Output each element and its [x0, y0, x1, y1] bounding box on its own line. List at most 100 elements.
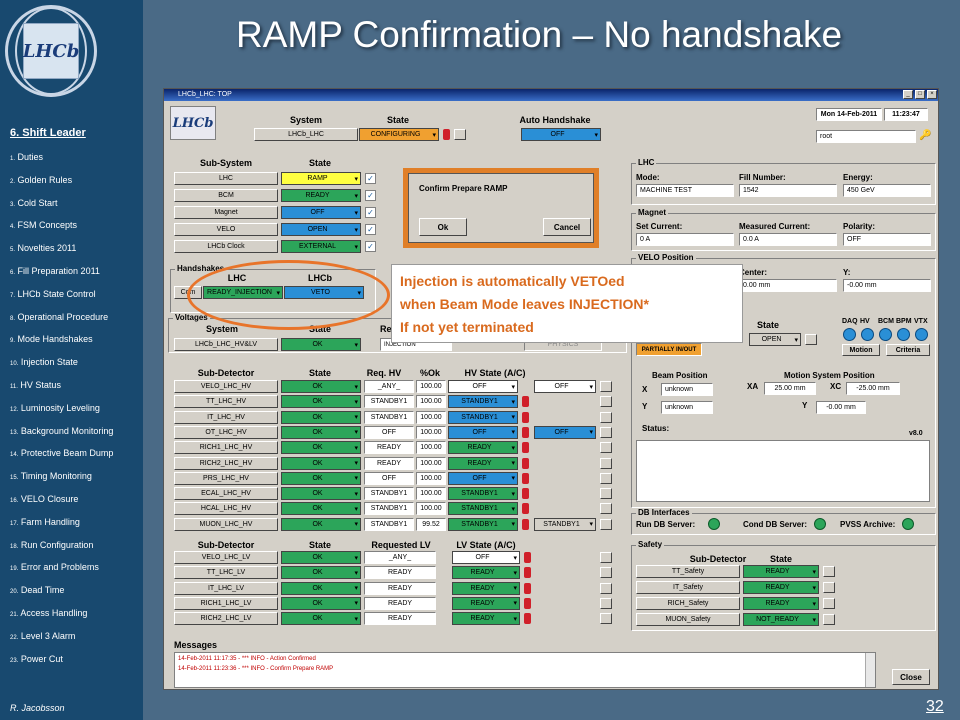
lv-state[interactable]: OK	[281, 612, 361, 626]
lock-icon[interactable]	[522, 472, 529, 484]
menu-item[interactable]: 14. Protective Beam Dump	[10, 448, 113, 458]
menu-item[interactable]: 17. Farm Handling	[10, 517, 80, 527]
lv-subdetector[interactable]: VELO_LHC_LV	[174, 551, 278, 564]
lv-state-a[interactable]: READY	[452, 612, 520, 626]
subsystem-name[interactable]: LHC	[174, 172, 278, 185]
lock-icon[interactable]	[522, 411, 529, 423]
hv-panel-icon[interactable]	[600, 411, 612, 423]
subsystem-name[interactable]: BCM	[174, 189, 278, 202]
hv-subdetector[interactable]: RICH2_LHC_HV	[174, 456, 278, 470]
system-state[interactable]: CONFIGURING	[359, 128, 439, 141]
menu-item[interactable]: 20. Dead Time	[10, 585, 64, 595]
menu-item[interactable]: 6. Fill Preparation 2011	[10, 266, 100, 276]
messages-scrollbar[interactable]	[865, 653, 875, 687]
lock-icon[interactable]	[522, 503, 529, 515]
hv-subdetector[interactable]: RICH1_LHC_HV	[174, 441, 278, 455]
subsystem-state[interactable]: EXTERNAL	[281, 240, 361, 253]
menu-item[interactable]: 22. Level 3 Alarm	[10, 631, 75, 641]
menu-item[interactable]: 11. HV Status	[10, 380, 61, 390]
hv-state-c[interactable]: OFF	[534, 380, 596, 393]
lock-icon[interactable]	[522, 426, 529, 438]
lock-icon[interactable]	[522, 518, 529, 530]
key-icon[interactable]: 🔑	[919, 130, 932, 141]
minimize-button[interactable]: _	[903, 90, 913, 99]
maximize-button[interactable]: □	[915, 90, 925, 99]
subsystem-state[interactable]: RAMP	[281, 172, 361, 185]
hv-panel-icon[interactable]	[600, 442, 612, 454]
safety-state[interactable]: READY	[743, 597, 819, 610]
lv-state-a[interactable]: READY	[452, 596, 520, 610]
hv-subdetector[interactable]: OT_LHC_HV	[174, 425, 278, 439]
hv-panel-icon[interactable]	[600, 518, 612, 530]
lock-icon[interactable]	[443, 129, 450, 140]
hv-state[interactable]: OK	[281, 456, 361, 470]
hv-state-a[interactable]: STANDBY1	[448, 502, 518, 516]
check-icon[interactable]: ✓	[365, 207, 376, 218]
hv-subdetector[interactable]: MUON_LHC_HV	[174, 517, 278, 531]
panel-open-icon[interactable]	[454, 129, 466, 140]
hv-state-a[interactable]: STANDBY1	[448, 395, 518, 409]
lv-panel-icon[interactable]	[600, 613, 612, 625]
hv-state-a[interactable]: OFF	[448, 380, 518, 393]
lv-panel-icon[interactable]	[600, 597, 612, 609]
user-field[interactable]: root	[816, 130, 916, 143]
close-button[interactable]: Close	[892, 669, 930, 685]
check-icon[interactable]: ✓	[365, 190, 376, 201]
safety-name[interactable]: IT_Safety	[636, 581, 740, 594]
hv-panel-icon[interactable]	[600, 426, 612, 438]
lv-state-a[interactable]: OFF	[452, 551, 520, 564]
hv-state[interactable]: OK	[281, 441, 361, 455]
hv-state[interactable]: OK	[281, 425, 361, 439]
menu-item[interactable]: 7. LHCb State Control	[10, 289, 96, 299]
hv-state[interactable]: OK	[281, 395, 361, 409]
lv-state-a[interactable]: READY	[452, 581, 520, 595]
hv-state[interactable]: OK	[281, 410, 361, 424]
lv-subdetector[interactable]: RICH1_LHC_LV	[174, 596, 278, 610]
menu-item[interactable]: 21. Access Handling	[10, 608, 87, 618]
voltages-system-name[interactable]: LHCb_LHC_HV&LV	[174, 338, 278, 351]
lv-panel-icon[interactable]	[600, 552, 612, 563]
hv-state[interactable]: OK	[281, 380, 361, 393]
menu-item[interactable]: 16. VELO Closure	[10, 494, 78, 504]
menu-item[interactable]: 9. Mode Handshakes	[10, 334, 93, 344]
hv-subdetector[interactable]: PRS_LHC_HV	[174, 471, 278, 485]
menu-item[interactable]: 19. Error and Problems	[10, 562, 99, 572]
safety-panel-icon[interactable]	[823, 598, 835, 609]
subsystem-state[interactable]: READY	[281, 189, 361, 202]
lv-panel-icon[interactable]	[600, 582, 612, 594]
hv-state[interactable]: OK	[281, 517, 361, 531]
menu-item[interactable]: 3. Cold Start	[10, 198, 58, 208]
menu-item[interactable]: 18. Run Configuration	[10, 540, 93, 550]
velo-state-select[interactable]: OPEN	[749, 333, 801, 346]
lv-panel-icon[interactable]	[600, 567, 612, 579]
menu-item[interactable]: 12. Luminosity Leveling	[10, 403, 100, 413]
menu-item[interactable]: 13. Background Monitoring	[10, 426, 113, 436]
check-icon[interactable]: ✓	[365, 173, 376, 184]
hv-state-a[interactable]: STANDBY1	[448, 517, 518, 531]
hv-state-a[interactable]: OFF	[448, 425, 518, 439]
lock-icon[interactable]	[524, 582, 531, 594]
hv-subdetector[interactable]: VELO_LHC_HV	[174, 380, 278, 393]
hv-state[interactable]: OK	[281, 487, 361, 501]
hv-state-a[interactable]: READY	[448, 441, 518, 455]
safety-name[interactable]: MUON_Safety	[636, 613, 740, 626]
safety-state[interactable]: READY	[743, 581, 819, 594]
lock-icon[interactable]	[524, 552, 531, 563]
hv-panel-icon[interactable]	[600, 381, 612, 392]
safety-name[interactable]: TT_Safety	[636, 565, 740, 578]
safety-panel-icon[interactable]	[823, 614, 835, 625]
safety-panel-icon[interactable]	[823, 566, 835, 577]
lock-icon[interactable]	[522, 396, 529, 408]
hv-state-a[interactable]: STANDBY1	[448, 487, 518, 501]
hv-panel-icon[interactable]	[600, 472, 612, 484]
lv-state[interactable]: OK	[281, 566, 361, 580]
subsystem-state[interactable]: OPEN	[281, 223, 361, 236]
lv-state[interactable]: OK	[281, 596, 361, 610]
lv-subdetector[interactable]: IT_LHC_LV	[174, 581, 278, 595]
hv-subdetector[interactable]: TT_LHC_HV	[174, 395, 278, 409]
system-name[interactable]: LHCb_LHC	[254, 128, 358, 141]
lv-subdetector[interactable]: TT_LHC_LV	[174, 566, 278, 580]
hv-subdetector[interactable]: IT_LHC_HV	[174, 410, 278, 424]
hv-state[interactable]: OK	[281, 502, 361, 516]
menu-item[interactable]: 5. Novelties 2011	[10, 243, 76, 253]
